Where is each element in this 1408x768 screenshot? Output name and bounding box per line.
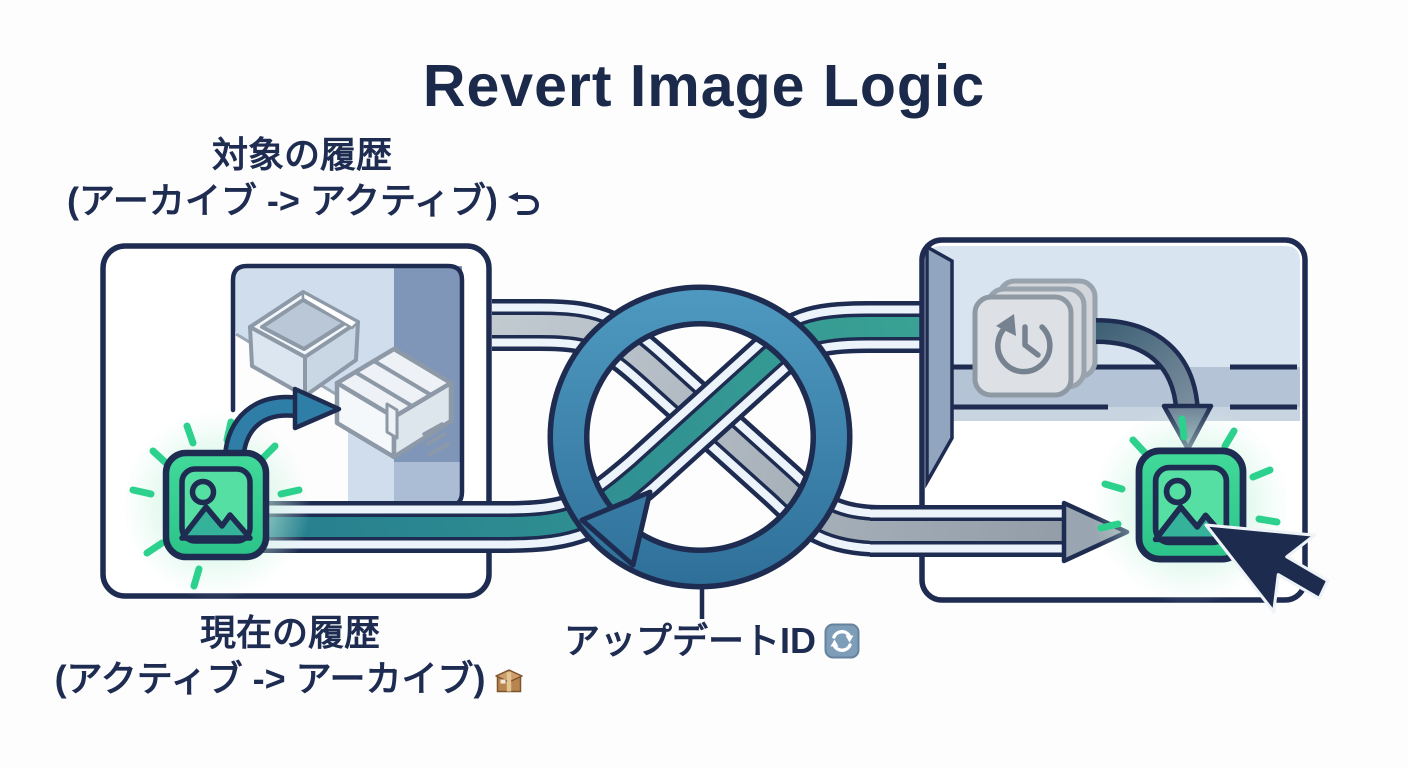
label-update-id: アップデートID [552,618,872,664]
ribbon-gray [492,299,902,557]
closed-box [334,346,454,460]
label-current-history: 現在の履歴 (アクティブ -> アーカイブ) [48,610,532,702]
page-title: Revert Image Logic [422,53,986,119]
cursor-pointer[interactable] [1204,476,1347,625]
panel-fold [925,244,954,489]
open-box [248,290,360,398]
label-target-history: 対象の履歴 (アーカイブ -> アクティブ) [67,132,539,224]
ribbon-teal [250,301,938,553]
package-icon [495,669,524,693]
box-speed-lines [422,422,450,456]
history-card-stack [972,278,1098,398]
promote-curved-arrow [222,386,342,461]
update-id-text: アップデートID [563,620,816,661]
current-history-line2: (アクティブ -> アーカイブ) [48,656,532,702]
image-icon [162,449,270,561]
target-history-line1: 対象の履歴 [211,134,392,175]
swap-ring [547,284,853,619]
target-history-line2: (アーカイブ -> アクティブ) [67,178,539,224]
active-image-icon-left [121,386,342,600]
ribbon-gray-arrow [870,500,1130,564]
repeat-icon [824,623,860,659]
undo-icon [507,192,539,215]
current-history-line1: 現在の履歴 [199,612,380,653]
archive-scene [230,263,465,509]
ring-arrowhead [579,489,653,568]
history-clock-icon [995,314,1053,375]
scene-wall-corner [394,462,462,506]
